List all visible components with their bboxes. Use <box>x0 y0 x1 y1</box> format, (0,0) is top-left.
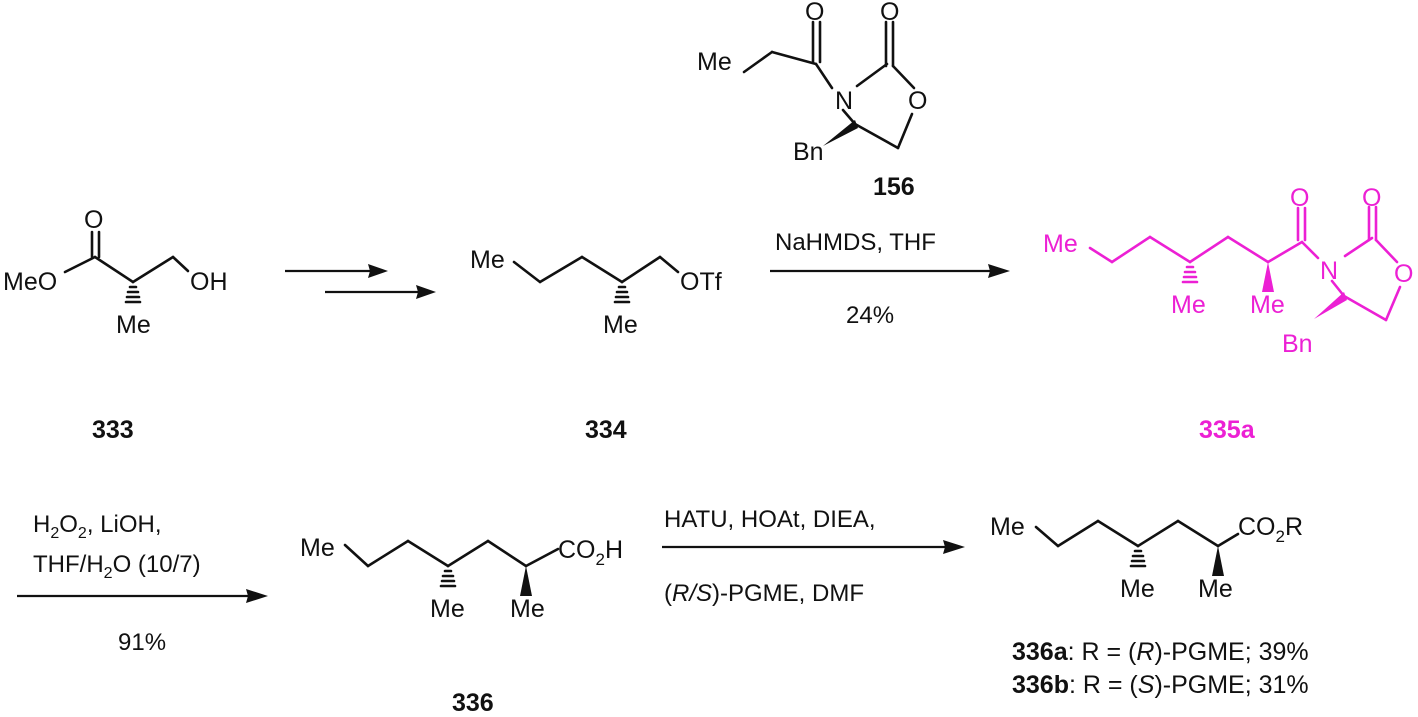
atom-n: N <box>835 87 853 115</box>
hashed-bond <box>439 569 457 588</box>
atom-me: Me <box>1120 575 1155 603</box>
compound-number: 333 <box>92 416 134 444</box>
compound-336: Me CO2H Me Me 336 <box>300 534 623 717</box>
atom-bn: Bn <box>1282 330 1313 358</box>
compound-333: O MeO OH Me 333 <box>3 206 228 444</box>
atom-me: Me <box>116 311 151 339</box>
compound-number: 334 <box>585 416 627 444</box>
compound-336ab: Me CO2R Me Me 336a: R = (R)-PGME; 39% 33… <box>990 513 1309 699</box>
wedge-bond <box>1262 262 1274 292</box>
atom-me: Me <box>1250 291 1285 319</box>
atom-co2r: CO2R <box>1238 513 1303 546</box>
wedge-bond <box>1314 292 1347 319</box>
solvent-label: THF/H2O (10/7) <box>33 551 201 582</box>
yield-label: 24% <box>846 302 894 329</box>
compound-number: 335a <box>1199 416 1256 444</box>
atom-me: Me <box>300 534 335 562</box>
atom-me: Me <box>603 311 638 339</box>
hashed-bond <box>124 285 142 304</box>
compound-335a: O O Me N O Me Me Bn 335a <box>1043 184 1413 444</box>
atom-me: Me <box>1198 575 1233 603</box>
compound-156: O O Me N O Bn 156 <box>697 0 927 201</box>
atom-me: Me <box>510 595 545 623</box>
atom-oh: OH <box>190 268 228 296</box>
atom-otf: OTf <box>680 268 722 296</box>
atom-o: O <box>805 0 824 26</box>
reaction-arrow: H2O2, LiOH, THF/H2O (10/7) 91% <box>17 511 268 656</box>
wedge-bond <box>520 566 532 596</box>
compound-number: 156 <box>873 173 915 201</box>
hashed-bond <box>613 285 631 304</box>
atom-meo: MeO <box>3 268 57 296</box>
wedge-bond <box>1212 546 1224 576</box>
atom-me: Me <box>990 513 1025 541</box>
conditions-label: (R/S)-PGME, DMF <box>664 580 864 607</box>
atom-o: O <box>84 206 103 234</box>
atom-n: N <box>1320 257 1338 285</box>
atom-me: Me <box>1171 291 1206 319</box>
reagents-label: H2O2, LiOH, <box>33 511 162 542</box>
atom-me: Me <box>470 246 505 274</box>
atom-me: Me <box>1043 230 1078 258</box>
reaction-arrow: NaHMDS, THF 24% <box>770 229 1010 329</box>
hashed-bond <box>1129 549 1147 568</box>
multistep-arrow <box>285 264 436 299</box>
reaction-arrow: HATU, HOAt, DIEA, (R/S)-PGME, DMF <box>662 506 965 607</box>
reagents-label: HATU, HOAt, DIEA, <box>664 506 876 533</box>
atom-me: Me <box>697 48 732 76</box>
atom-bn: Bn <box>793 138 824 166</box>
atom-o: O <box>1394 260 1413 288</box>
compound-334: Me OTf Me 334 <box>470 246 722 444</box>
atom-o: O <box>908 87 927 115</box>
yield-label: 91% <box>118 629 166 656</box>
compound-number: 336 <box>452 689 494 717</box>
reagents-label: NaHMDS, THF <box>775 229 936 256</box>
atom-o: O <box>1290 184 1309 212</box>
atom-o: O <box>880 0 899 26</box>
atom-co2h: CO2H <box>558 536 623 569</box>
wedge-bond <box>823 120 858 146</box>
compound-336b-caption: 336b: R = (S)-PGME; 31% <box>1012 671 1309 699</box>
hashed-bond <box>1181 265 1199 284</box>
atom-o: O <box>1362 184 1381 212</box>
atom-me: Me <box>430 595 465 623</box>
compound-336a-caption: 336a: R = (R)-PGME; 39% <box>1012 638 1309 666</box>
